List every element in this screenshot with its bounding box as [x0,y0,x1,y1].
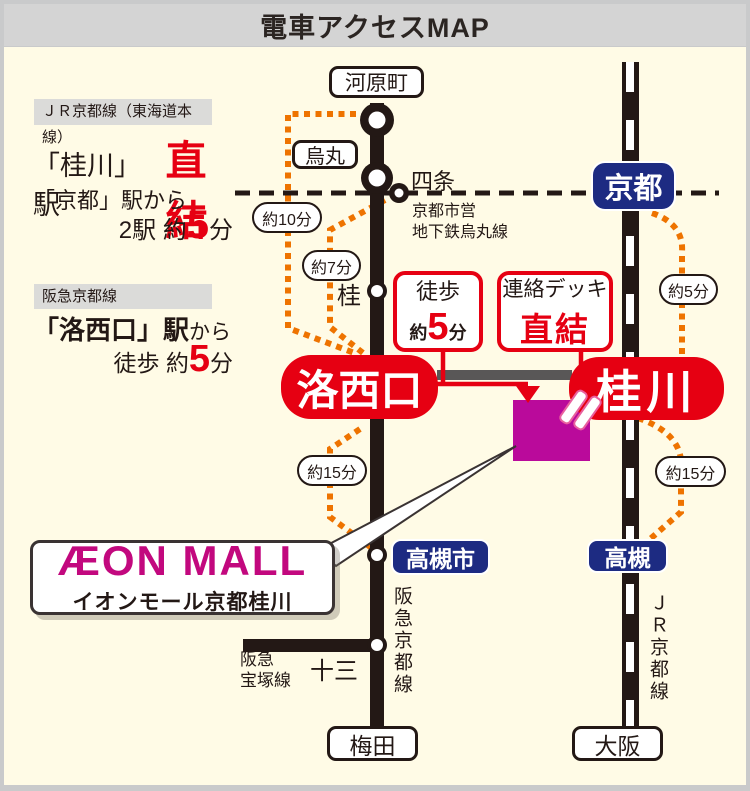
kyoto-station-badge: 京都 [591,161,676,211]
connecting-deck-bar [437,370,572,380]
jr-detail-number: 5 [186,203,209,247]
juso-station-label: 十三 [310,658,358,685]
jr-direct-text: 直結 [165,138,207,244]
jr-detail-prefix: 2駅 約 [118,217,187,244]
deck-direct-box: 連絡デッキ 直結 [497,271,613,352]
katsura-station-label: 桂 [337,283,361,310]
time-bubble-7min: 約7分 [302,250,361,281]
karasuma-station-box: 烏丸 [292,140,358,169]
time-bubble-10min: 約10分 [252,202,322,233]
walk-time-suffix: 分 [448,323,467,343]
hankyu-line-tag: 阪急京都線 [34,284,212,309]
takatsukishi-station-badge: 高槻市 [391,539,490,575]
kawaramachi-station-box: 河原町 [329,66,424,98]
jr-station-text: 「桂川」駅 [33,151,141,220]
jr-from-text: 「京都」駅から [33,188,188,213]
hankyu-detail-number: 5 [188,338,210,380]
osaka-station-box: 大阪 [572,726,663,761]
page-title: 電車アクセスMAP [260,12,490,43]
takatsuki-station-badge: 高槻 [587,539,668,573]
deck-line1: 連絡デッキ [502,277,608,301]
arrow-down-icon [516,386,540,403]
title-bar: 電車アクセスMAP [4,4,746,46]
walk-time-line1: 徒歩 [415,279,460,304]
deck-line2: 直結 [520,310,590,348]
subway-line-label: 京都市営 地下鉄烏丸線 [412,203,509,241]
umeda-station-box: 梅田 [327,726,418,761]
rakusaiguchi-station-badge: 洛西口 [281,355,438,419]
aeon-mall-name: イオンモール京都桂川 [72,590,293,614]
deck-break-icon [557,385,611,433]
hankyu-kyoto-line-label: 阪急京都線 [391,586,412,696]
jr-line-tag: ＪＲ京都線（東海道本線） [34,99,212,146]
station-markers [360,103,409,655]
time-bubble-15min-hankyu: 約15分 [297,455,367,486]
walk-time-box: 徒歩 約 5 分 [393,271,483,352]
hankyu-takarazuka-line [243,639,377,652]
walk-time-number: 5 [427,306,449,348]
walk-time-prefix: 約 [409,323,428,343]
shijo-station-label: 四条 [411,169,456,194]
hankyu-station-text: 「洛西口」駅 [33,315,190,345]
hankyu-station-suffix: から [189,321,232,344]
time-bubble-5min: 約5分 [659,274,718,305]
aeon-mall-label-box: ÆON MALL イオンモール京都桂川 [30,536,335,615]
hankyu-detail-suffix: 分 [210,350,233,376]
jr-kyoto-line-label: ＪＲ京都線 [647,593,668,703]
hankyu-takarazuka-line-label: 阪急 宝塚線 [240,650,291,691]
hankyu-detail-prefix: 徒歩 約 [113,350,189,376]
time-bubble-15min-jr: 約15分 [655,456,726,487]
jr-detail-suffix: 分 [209,217,233,244]
aeon-mall-logo: ÆON MALL [57,536,308,584]
